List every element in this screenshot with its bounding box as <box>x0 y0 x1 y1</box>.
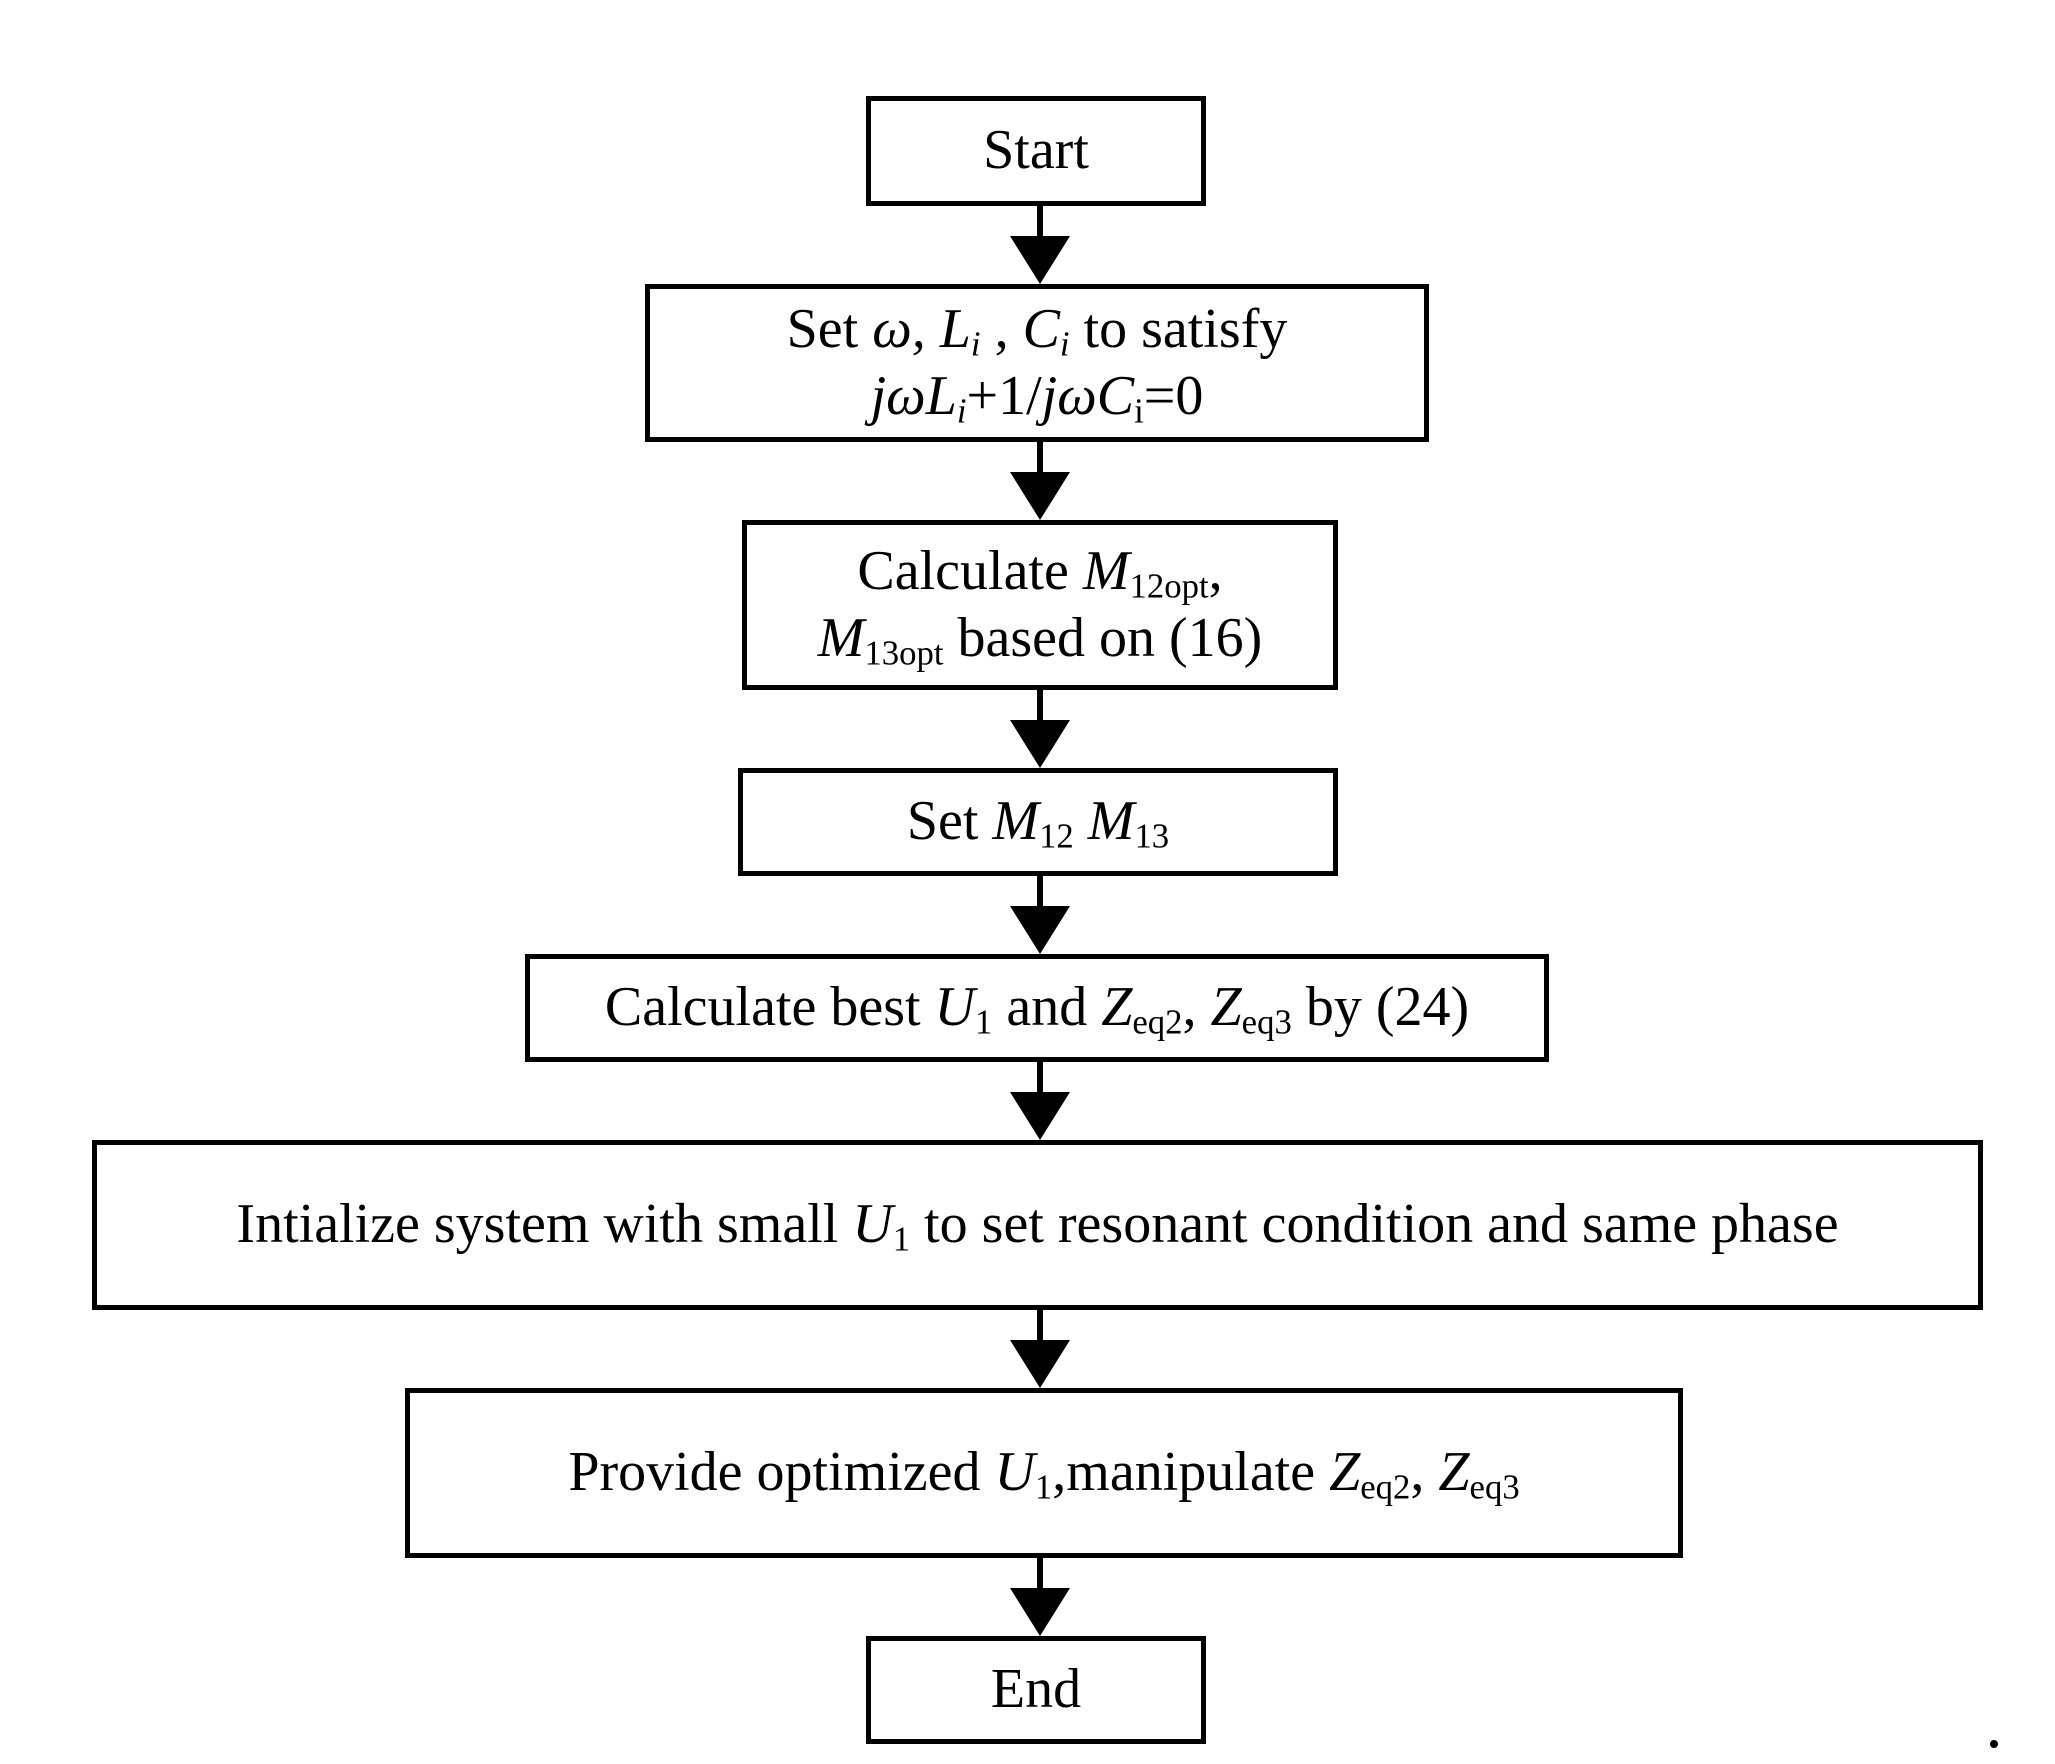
arrow-step1-to-step2 <box>1010 442 1070 520</box>
arrow-step2-to-step3 <box>1010 690 1070 768</box>
set-m-box: Set M12 M13 <box>738 768 1338 876</box>
arrow-step4-to-step5 <box>1010 1062 1070 1140</box>
calculate-mopt-line-2: M13opt based on (16) <box>817 607 1263 673</box>
end-box: End <box>866 1636 1206 1744</box>
set-m-label: Set M12 M13 <box>906 790 1170 857</box>
initialize-system-label: Intialize system with small U1 to set re… <box>236 1193 1839 1260</box>
arrow-start-to-step1 <box>1010 206 1070 284</box>
calculate-best-u1-label: Calculate best U1 and Zeq2, Zeq3 by (24) <box>604 976 1470 1043</box>
start-box: Start <box>866 96 1206 206</box>
initialize-system-box: Intialize system with small U1 to set re… <box>92 1140 1983 1310</box>
calculate-mopt-line-1: Calculate M12opt, <box>857 539 1223 606</box>
provide-optimized-label: Provide optimized U1,manipulate Zeq2, Ze… <box>568 1441 1520 1508</box>
calculate-mopt-box: Calculate M12opt, M13opt based on (16) <box>742 520 1338 690</box>
arrow-step6-to-end <box>1010 1558 1070 1636</box>
set-parameters-line-1: Set ω, Li , Ci to satisfy <box>786 297 1288 364</box>
calculate-best-u1-box: Calculate best U1 and Zeq2, Zeq3 by (24) <box>525 954 1549 1062</box>
arrow-step3-to-step4 <box>1010 876 1070 954</box>
start-label: Start <box>983 119 1089 182</box>
trailing-mark: . <box>1990 1740 1998 1748</box>
end-label: End <box>990 1658 1082 1721</box>
resonance-equation: jωLi+1/jωCi=0 <box>870 365 1204 431</box>
set-parameters-box: Set ω, Li , Ci to satisfy jωLi+1/jωCi=0 <box>645 284 1429 442</box>
provide-optimized-box: Provide optimized U1,manipulate Zeq2, Ze… <box>405 1388 1683 1558</box>
arrow-step5-to-step6 <box>1010 1310 1070 1388</box>
